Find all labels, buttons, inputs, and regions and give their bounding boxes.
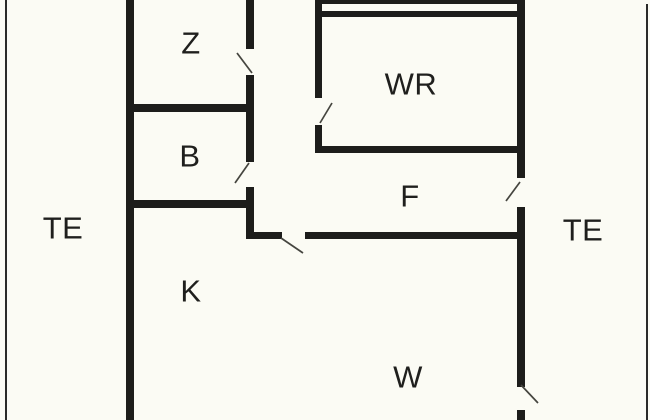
hall-door-swing (280, 237, 304, 254)
left-boundary-line (5, 0, 7, 420)
right-boundary-line (646, 4, 648, 420)
wr-left-wall-lower (315, 125, 322, 153)
zb-right-wall-upper (246, 0, 254, 49)
room-label-w: W (393, 359, 423, 395)
right-outer-wall-upper (517, 0, 525, 178)
b-door-swing (234, 162, 250, 184)
room-label-z: Z (181, 25, 201, 61)
room-label-f: F (400, 178, 420, 214)
room-label-wr: WR (384, 66, 438, 102)
room-label-k: K (180, 273, 202, 309)
wr-left-wall-upper (315, 0, 322, 98)
f-te-door-swing (505, 181, 521, 202)
right-outer-wall-middle (517, 207, 525, 387)
z-door-swing (236, 52, 253, 74)
top-edge-line (319, 0, 525, 4)
left-outer-wall (126, 0, 134, 420)
w-te-door-swing (520, 384, 539, 404)
right-outer-wall-lower (517, 410, 525, 420)
wr-top-wall (315, 11, 525, 17)
hall-bottom-wall-right (305, 232, 525, 239)
room-label-te-right: TE (562, 212, 604, 248)
hall-bottom-wall-left (246, 232, 282, 239)
wr-door-swing (319, 102, 333, 124)
wr-bottom-wall (315, 146, 525, 153)
room-label-b: B (179, 138, 201, 174)
zb-right-wall-lower (246, 187, 254, 239)
zb-right-wall-middle (246, 75, 254, 162)
b-bottom-wall (126, 200, 254, 208)
b-top-wall (126, 104, 254, 112)
room-label-te-left: TE (42, 210, 84, 246)
